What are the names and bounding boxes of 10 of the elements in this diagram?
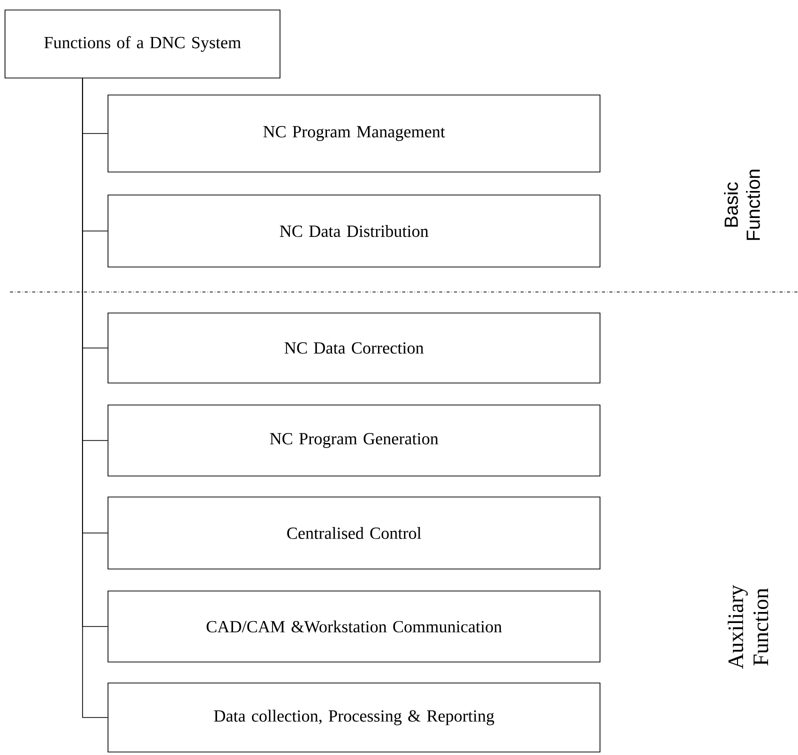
function-box: NC Program Management (108, 94, 600, 172)
function-box: Data collection, Processing & Reporting (108, 682, 600, 752)
function-box: NC Program Generation (108, 404, 600, 476)
function-box: Centralised Control (108, 496, 600, 570)
section-label: Auxiliary Function (728, 584, 768, 669)
title-box: Functions of a DNC System (4, 10, 280, 78)
section-label: Basic Function (724, 170, 760, 240)
function-box: NC Data Correction (108, 312, 600, 384)
function-box: NC Data Distribution (108, 194, 600, 268)
function-box: CAD/CAM &Workstation Communication (108, 590, 600, 662)
